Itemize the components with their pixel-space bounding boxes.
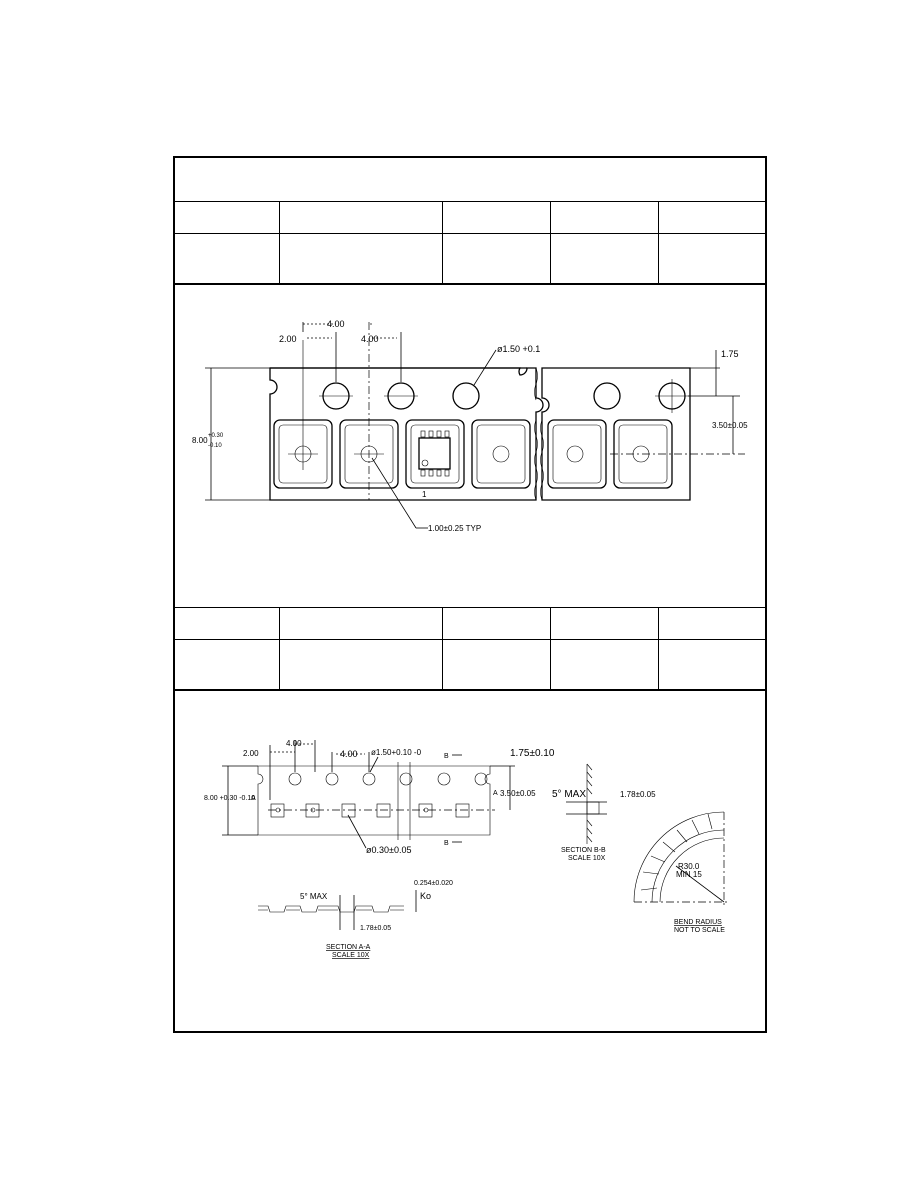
dim-pitch-4: 4.00 [327, 319, 345, 329]
b-dim-pocket-hole: ø0.30±0.05 [366, 845, 411, 855]
b-bend-label: BEND RADIUS [674, 919, 722, 926]
b-dim-hole-dia: ø1.50+0.10 -0 [371, 748, 422, 757]
dim-tape-tol-plus: +0.30 [208, 433, 224, 439]
dim-pocket-hole: 1.00±0.25 TYP [428, 524, 481, 533]
a-section-aa-scale: SCALE 10X [332, 952, 370, 959]
b-section-bb-thk: 1.78±0.05 [620, 790, 656, 799]
dim-hole-dia: ø1.50 +0.1 [497, 344, 540, 354]
b-section-a-right: A [493, 790, 498, 797]
a-cover-thk: 0.254±0.020 [414, 880, 453, 887]
b-bend-scale: NOT TO SCALE [674, 927, 725, 934]
dim-pitch-2: 2.00 [279, 334, 297, 344]
a-ko-dim: 1.78±0.05 [360, 925, 391, 932]
b-draft-angle: 5° MAX [552, 789, 586, 800]
b-dim-edge-to-hole: 1.75±0.10 [510, 748, 555, 759]
mid-row-values [175, 639, 765, 690]
pocket-4 [471, 419, 531, 489]
b-section-b-bottom: B [444, 840, 449, 847]
b-dim-pitch-4a: 4.00 [286, 739, 302, 748]
b-dim-hole-to-pocket: 3.50±0.05 [500, 789, 536, 798]
pin1-mark: 1 [422, 490, 427, 499]
pocket-5 [547, 419, 607, 489]
dim-tape-tol-minus: -0.10 [208, 443, 222, 449]
b-section-a-left: A [251, 795, 256, 802]
drawing-sheet [173, 156, 767, 1033]
mid-row-header [175, 607, 765, 640]
b-section-b-top: B [444, 753, 449, 760]
b-section-bb-label: SECTION B-B [561, 847, 606, 854]
a-ko: Ko [420, 891, 431, 901]
b-section-bb-scale: SCALE 10X [568, 855, 606, 862]
mid-row-divider [175, 689, 765, 691]
title-row-divider [175, 283, 765, 285]
title-row-header [175, 201, 765, 234]
b-dim-tape-width: 8.00 +0.30 -0.10 [204, 795, 255, 802]
dim-pocket-pitch: 4.00 [361, 334, 379, 344]
a-draft-angle: 5° MAX [300, 892, 328, 901]
title-row-values [175, 233, 765, 284]
a-section-aa-label: SECTION A-A [326, 944, 371, 951]
dim-edge-to-hole: 1.75 [721, 349, 739, 359]
pocket-3-with-part [405, 419, 465, 489]
b-bend-r: R30.0 [678, 862, 700, 871]
b-dim-pitch-2: 2.00 [243, 749, 259, 758]
b-dim-pitch-4b: 4.00 [340, 749, 358, 759]
dim-tape-width: 8.00 [192, 436, 208, 445]
dim-hole-to-pocket: 3.50±0.05 [712, 421, 748, 430]
b-bend-note: MIN 15 [676, 870, 702, 879]
tape-drawing-bottom: 2.00 4.00 4.00 ø1.50+0.10 -0 B B 1.75±0.… [204, 739, 728, 959]
